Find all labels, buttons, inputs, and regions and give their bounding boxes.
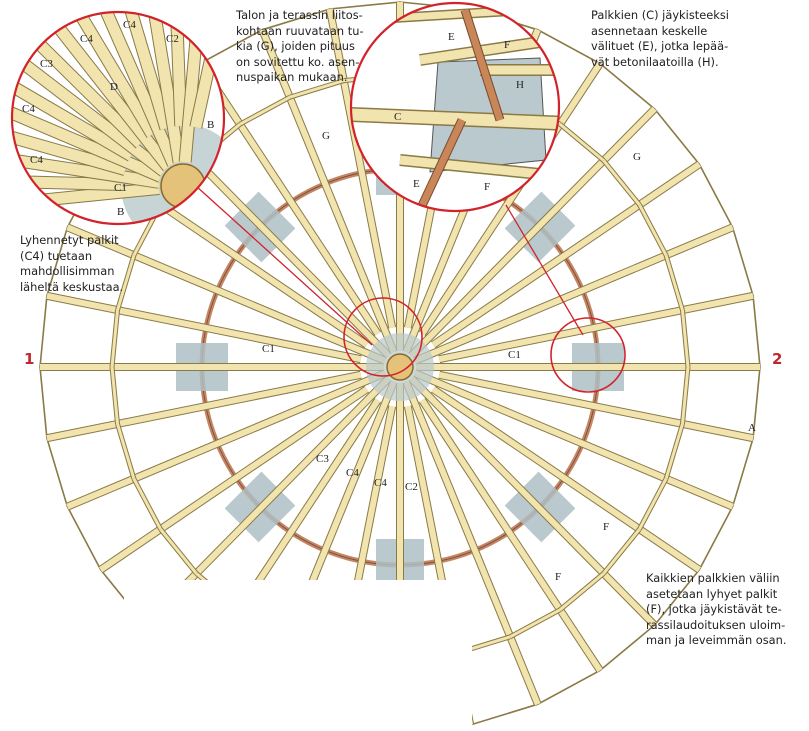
inset-l-c4d: C4	[30, 154, 43, 166]
radial-beam	[259, 28, 397, 354]
caption-shortened-beams: Lyhennetyt palkit (C4) tuetaan mahdollis…	[20, 233, 124, 294]
callout-right-circle	[550, 317, 626, 393]
inset-beam	[12, 141, 161, 188]
blocking-beam	[680, 366, 690, 425]
blocking-beam	[132, 478, 162, 530]
blocking-beam	[602, 159, 641, 206]
radial-beam	[98, 386, 369, 573]
inset-r-e2: E	[413, 178, 420, 190]
inset-l-c1: C1	[114, 182, 127, 194]
inset-beam	[103, 12, 172, 131]
radial-beam	[431, 161, 702, 348]
callout-leader-right	[505, 204, 584, 336]
label-c1-right: C1	[508, 349, 521, 361]
blocking-beam	[239, 95, 291, 126]
radial-beam	[46, 292, 362, 363]
radial-beam	[419, 398, 603, 673]
inset-r-f: F	[504, 39, 510, 51]
inset-beam	[73, 12, 179, 167]
center-hub	[366, 333, 434, 401]
blocking-beam	[680, 309, 690, 368]
blocking-beam	[559, 123, 605, 162]
radial-beam	[438, 371, 754, 442]
axis-number-left: 1	[24, 350, 35, 368]
blocking-beam	[289, 79, 345, 99]
radial-beam	[431, 386, 702, 573]
blocking-beam	[559, 572, 605, 611]
blocking-beam	[638, 204, 668, 256]
inset-l-c4: C4	[123, 19, 136, 31]
blocking-beam	[602, 528, 641, 575]
inset-beam	[12, 79, 164, 182]
inset-beam	[12, 50, 134, 161]
label-a: A	[748, 422, 756, 434]
inset-beam	[135, 12, 185, 164]
radial-beam	[46, 371, 362, 442]
callout-leader-left	[195, 185, 373, 346]
inset-l-b: B	[207, 119, 214, 131]
radial-beam	[413, 370, 734, 510]
inset-l-c3: C3	[40, 58, 53, 70]
inset-l-c4b: C4	[80, 33, 93, 45]
label-f-plan: F	[603, 521, 609, 533]
radial-beam	[326, 8, 396, 329]
blocking-beam	[638, 478, 668, 530]
inset-r-h: H	[516, 79, 524, 91]
label-c1-left: C1	[262, 343, 275, 355]
blocking-beam	[664, 423, 684, 480]
blocking-beam	[116, 254, 136, 311]
radial-beam	[419, 61, 603, 336]
caption-mid-supports: Palkkien (C) jäykisteeksi asennetaan kes…	[591, 8, 729, 69]
label-c2: C2	[405, 481, 418, 493]
blocking-beam	[664, 254, 684, 311]
plan-labels: C1 C1 C3 C4 C4 C2 G G A F F	[262, 130, 756, 583]
inset-support-detail: E F H C E F	[349, 1, 561, 213]
label-c4-a: C4	[346, 467, 359, 479]
caption-house-connection: Talon ja terassin liitos- kohtaan ruuvat…	[236, 8, 364, 84]
inset-l-d: D	[110, 81, 118, 93]
inset-beam	[44, 12, 157, 138]
blocking-beam	[509, 608, 561, 639]
label-f-plan-2: F	[555, 571, 561, 583]
radial-beam	[66, 224, 387, 364]
label-g-right: G	[633, 151, 641, 163]
radial-beam	[409, 376, 657, 628]
inset-l-c2: C2	[166, 33, 179, 45]
blank-cutout	[124, 580, 472, 731]
inset-hub-detail: C4 C4 C2 C3 D C4 B C4 C1 B	[10, 10, 226, 226]
inset-l-c4c: C4	[22, 103, 35, 115]
radial-beam	[403, 380, 541, 706]
callout-center-circle	[343, 297, 423, 377]
radial-beam	[409, 106, 657, 358]
caption-blocking-beams: Kaikkien palkkien väliin asetetaan lyhye…	[646, 571, 787, 647]
label-c4-b: C4	[374, 477, 387, 489]
radial-beam	[66, 370, 387, 510]
blocking-beam	[159, 528, 198, 575]
blocking-beam	[110, 366, 120, 425]
inset-r-c: C	[394, 111, 401, 123]
label-g-top: G	[322, 130, 330, 142]
blocking-beam	[116, 423, 136, 480]
radial-beam	[438, 292, 754, 363]
inset-l-b2: B	[117, 206, 124, 218]
radial-beam	[413, 224, 734, 364]
label-c3: C3	[316, 453, 329, 465]
inset-beam	[12, 109, 127, 175]
inset-r-f2: F	[484, 181, 490, 193]
blocking-beam	[110, 309, 120, 368]
inset-r-e: E	[448, 31, 455, 43]
axis-number-right: 2	[772, 350, 783, 368]
inset-beam	[12, 23, 168, 176]
radial-beam	[197, 61, 381, 336]
